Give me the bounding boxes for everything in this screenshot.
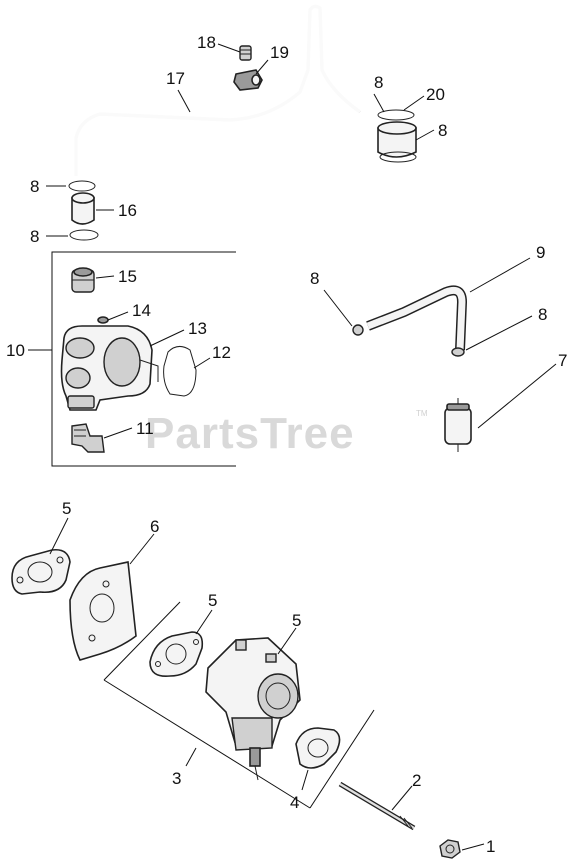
part-8-clamp-upper-left[interactable] [68, 180, 96, 192]
leader-lines [46, 43, 557, 851]
part-11-elbow-fitting[interactable] [71, 423, 105, 453]
part-5-gasket-left[interactable] [11, 548, 71, 595]
part-15-fitting[interactable] [71, 267, 95, 293]
callout-8-upper-right-bottom: 8 [438, 121, 447, 140]
watermark-trademark: TM [416, 409, 428, 418]
callout-7: 7 [558, 351, 567, 370]
callout-5-left: 5 [62, 499, 71, 518]
callout-19: 19 [270, 43, 289, 62]
part-8-clamp-lower-right[interactable] [379, 151, 417, 163]
callout-8-upper-right-top: 8 [374, 73, 383, 92]
callout-2: 2 [412, 771, 421, 790]
watermark-text: PartsTree [145, 409, 355, 458]
part-4-gasket[interactable] [295, 727, 341, 769]
callout-14: 14 [132, 301, 151, 320]
part-9-fuel-line[interactable] [366, 285, 468, 351]
fuel-pump-assembly-bracket [28, 251, 236, 467]
part-16-sleeve[interactable] [71, 192, 95, 225]
part-18-fitting[interactable] [239, 45, 252, 61]
part-17-fuel-line[interactable] [74, 4, 361, 176]
callout-12: 12 [212, 343, 231, 362]
callout-18: 18 [197, 33, 216, 52]
part-7-fuel-filter[interactable] [444, 398, 472, 452]
callout-8-line-left: 8 [310, 269, 319, 288]
callout-9: 9 [536, 243, 545, 262]
part-8-clamp-upper-right[interactable] [377, 109, 415, 121]
callout-16: 16 [118, 201, 137, 220]
part-20-filter[interactable] [377, 121, 417, 158]
callout-labels: 18 19 17 8 20 8 8 16 8 15 14 13 12 10 11… [6, 33, 567, 856]
callout-10: 10 [6, 341, 25, 360]
part-19-fitting[interactable] [233, 69, 263, 91]
callout-4: 4 [290, 793, 299, 812]
part-13-fuel-pump[interactable] [60, 325, 159, 411]
callout-3: 3 [172, 769, 181, 788]
callout-13: 13 [188, 319, 207, 338]
callout-8-line-right: 8 [538, 305, 547, 324]
part-5-gasket-middle[interactable] [149, 631, 204, 678]
callout-5-carburetor: 5 [292, 611, 301, 630]
callout-6: 6 [150, 517, 159, 536]
watermark: PartsTree TM [145, 409, 428, 458]
part-2-stud[interactable] [338, 781, 416, 831]
part-14-screw[interactable] [97, 316, 109, 324]
callout-15: 15 [118, 267, 137, 286]
part-1-nut[interactable] [439, 839, 461, 859]
callout-20: 20 [426, 85, 445, 104]
part-12-gasket[interactable] [163, 346, 197, 397]
part-8-clamp-lower-left[interactable] [69, 229, 99, 241]
part-8-clamp-line-left[interactable] [352, 324, 364, 336]
callout-17: 17 [166, 69, 185, 88]
callout-1: 1 [486, 837, 495, 856]
part-8-clamp-line-right[interactable] [451, 347, 465, 357]
callout-5-middle: 5 [208, 591, 217, 610]
carburetor[interactable] [205, 637, 301, 781]
callout-8-upper-left-top: 8 [30, 177, 39, 196]
callout-8-upper-left-bottom: 8 [30, 227, 39, 246]
part-6-heat-shield[interactable] [69, 561, 137, 661]
carburetor-assembly-bracket [103, 601, 375, 809]
callout-11: 11 [136, 419, 154, 438]
